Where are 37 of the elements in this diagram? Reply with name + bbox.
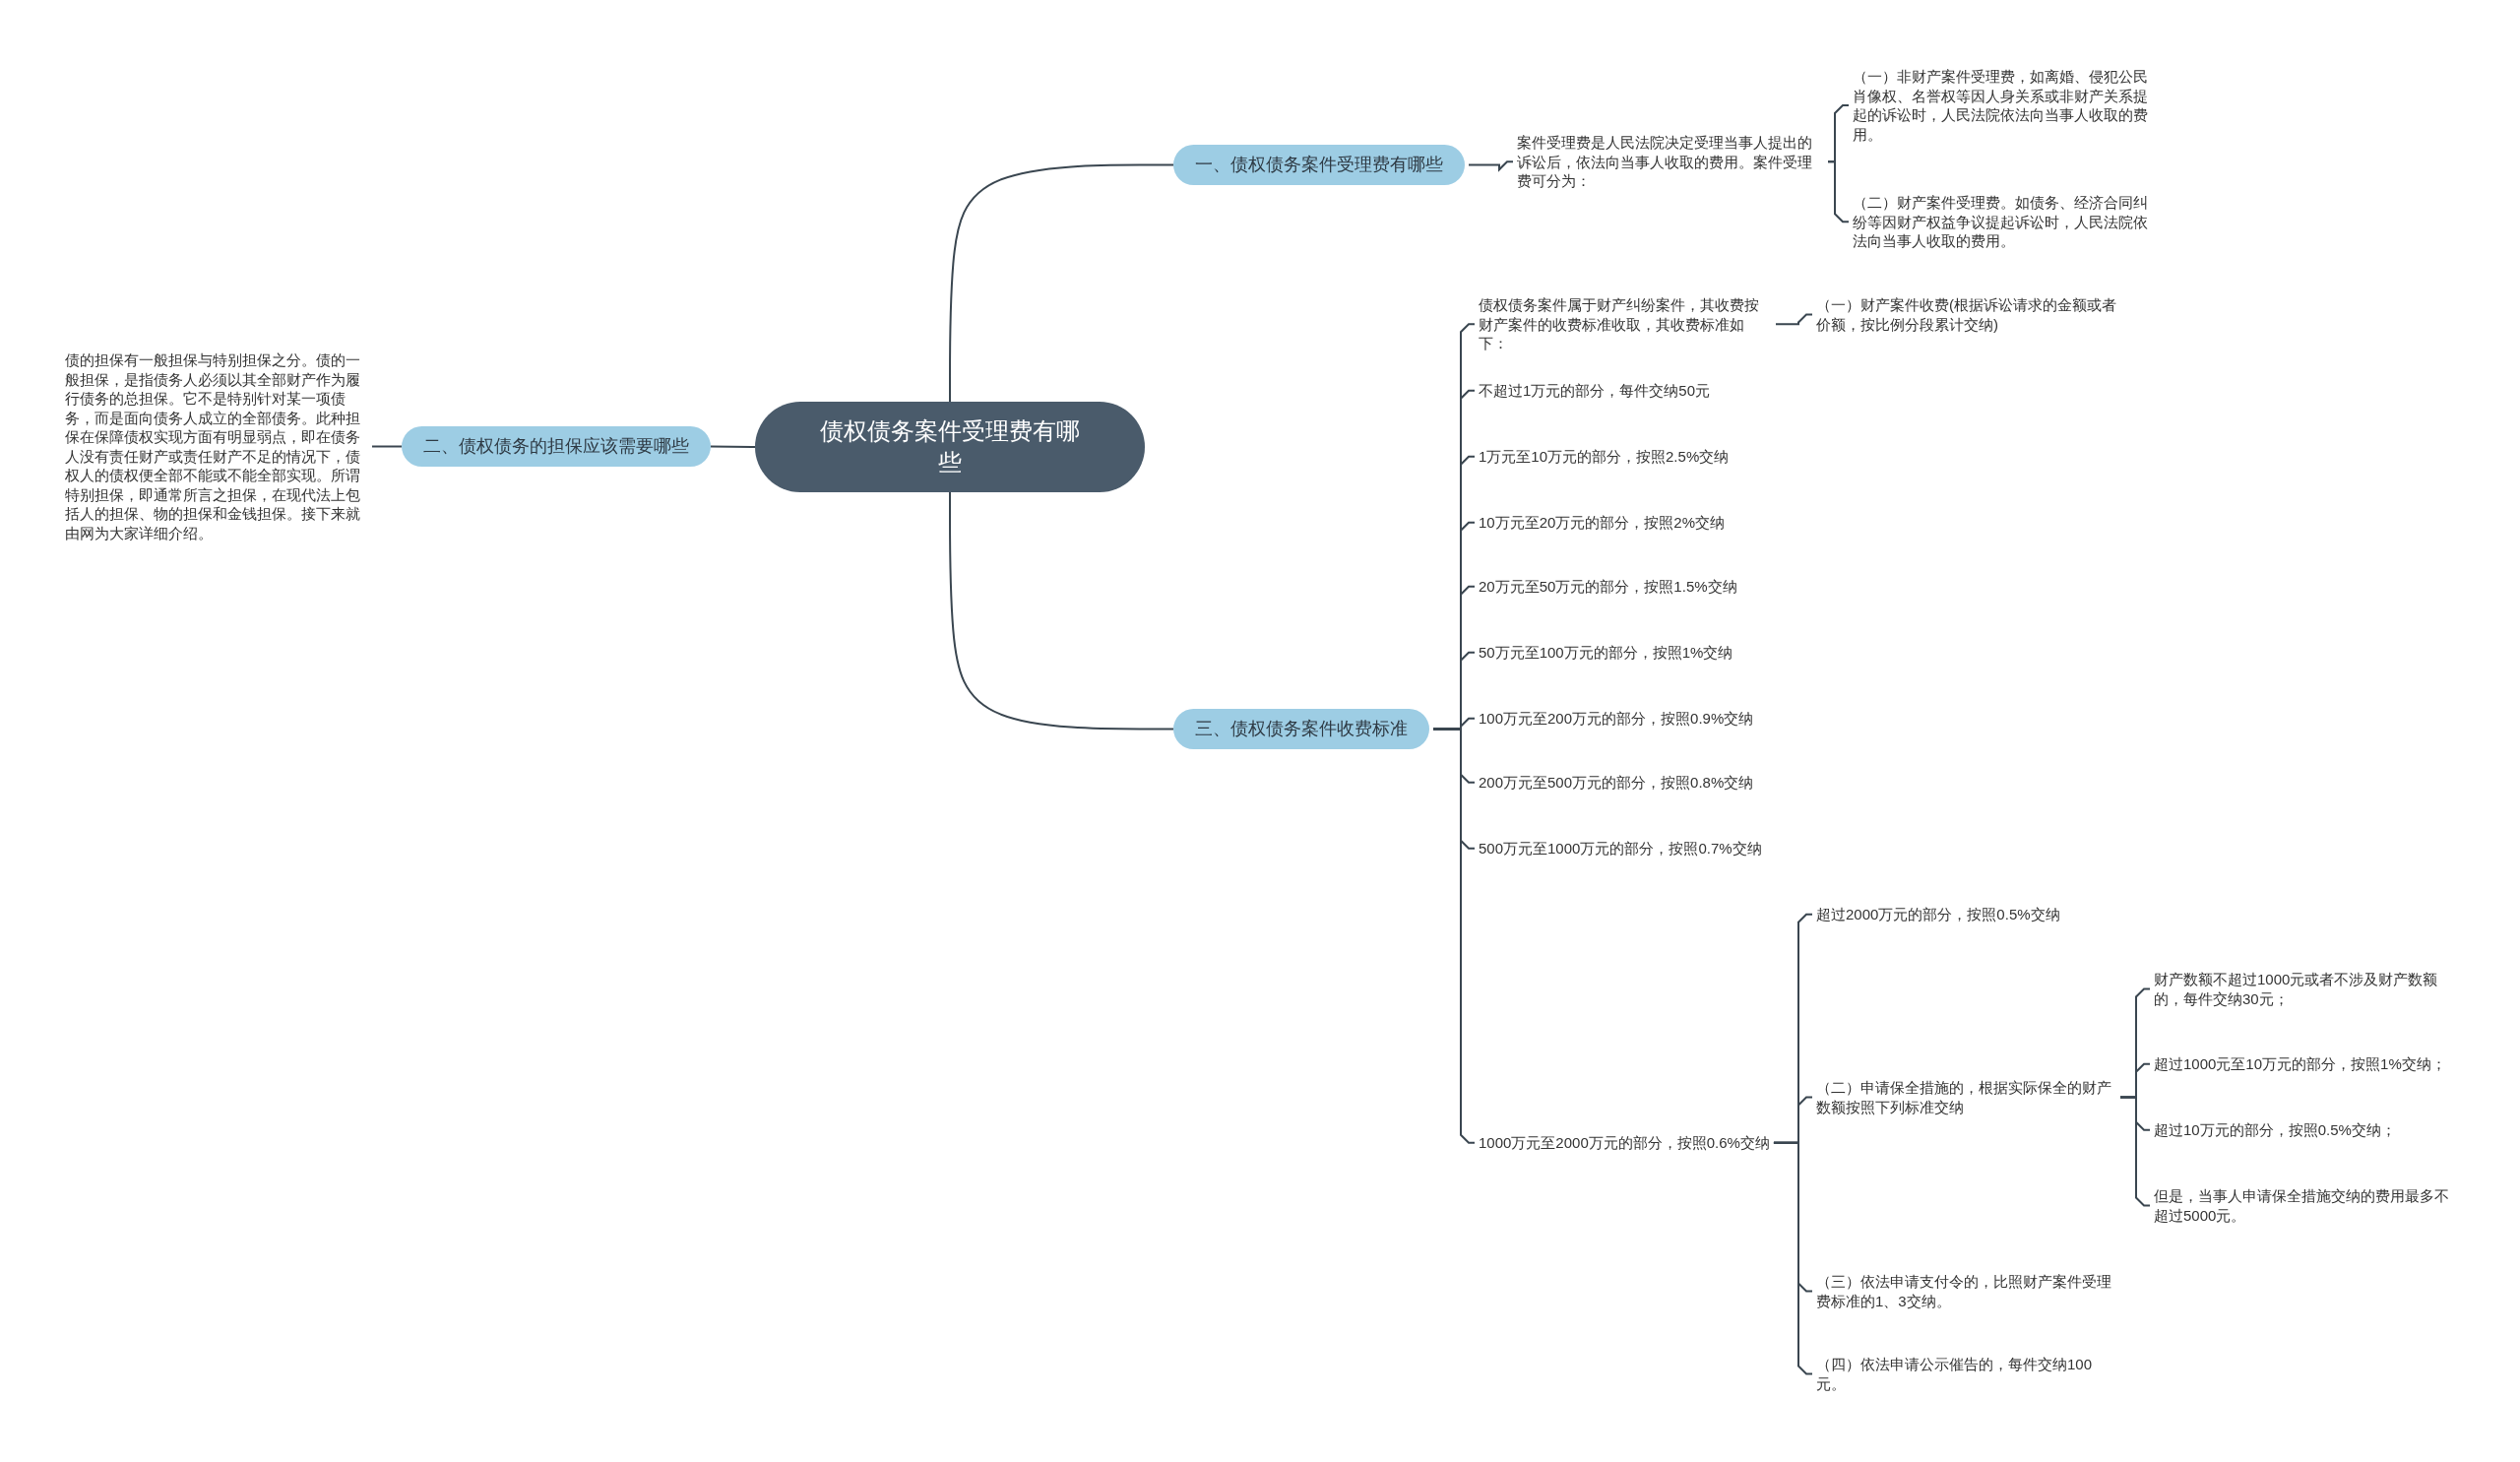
topic-text: 20万元至50万元的部分，按照1.5%交纳 [1479,577,1737,597]
connector [1775,313,1813,326]
topic-text: 财产数额不超过1000元或者不涉及财产数额的，每件交纳30元； [2154,970,2461,1008]
topic-pill: 一、债权债务案件受理费有哪些 [1173,145,1465,185]
topic-text: （三）依法申请支付令的，比照财产案件受理费标准的1、3交纳。 [1816,1272,2116,1310]
topic-text: 1万元至10万元的部分，按照2.5%交纳 [1479,447,1730,467]
topic-text: （一）非财产案件受理费，如离婚、侵犯公民肖像权、名誉权等因人身关系或非财产关系提起的诉讼时，人民法院依法向当事人收取的费用。 [1853,67,2160,144]
topic-text: 500万元至1000万元的部分，按照0.7%交纳 [1479,839,1762,858]
connector [1432,728,1476,1144]
connector [949,491,1174,731]
topic-text: 不超过1万元的部分，每件交纳50元 [1479,381,1711,401]
topic-text: 案件受理费是人民法院决定受理当事人提出的诉讼后，依法向当事人收取的费用。案件受理费可分为： [1517,133,1824,191]
topic-text: （一）财产案件收费(根据诉讼请求的金额或者价额，按比例分段累计交纳) [1816,295,2123,334]
topic-text: （二）财产案件受理费。如债务、经济合同纠纷等因财产权益争议提起诉讼时，人民法院依法向当事人收取的费用。 [1853,193,2160,251]
topic-text: 1000万元至2000万元的部分，按照0.6%交纳 [1479,1133,1770,1153]
topic-text: （二）申请保全措施的，根据实际保全的财产数额按照下列标准交纳 [1816,1078,2116,1116]
topic-text: 10万元至20万元的部分，按照2%交纳 [1479,513,1726,533]
topic-pill: 二、债权债务的担保应该需要哪些 [402,426,711,467]
topic-text: 200万元至500万元的部分，按照0.8%交纳 [1479,773,1754,793]
topic-text: 100万元至200万元的部分，按照0.9%交纳 [1479,709,1754,729]
topic-text: 超过2000万元的部分，按照0.5%交纳 [1816,905,2060,924]
central-topic: 债权债务案件受理费有哪些 [755,402,1145,492]
topic-text: 但是，当事人申请保全措施交纳的费用最多不超过5000元。 [2154,1186,2461,1225]
connector [2119,1096,2151,1207]
topic-text: （四）依法申请公示催告的，每件交纳100元。 [1816,1355,2116,1393]
connector [949,163,1174,403]
topic-text: 超过10万元的部分，按照0.5%交纳； [2154,1120,2396,1140]
topic-text: 债的担保有一般担保与特别担保之分。债的一般担保，是指债务人必须以其全部财产作为履行债务的总担保。它不是特别针对某一项债务，而是面向债务人成立的全部债务。此种担保在保障债权实现方面有明显弱点，即在债务人没有责任财产或责任财产不足的情况下，债权人的债权便全部不能或不能全部实现。所谓特别担保，即通常所言之担保，在现代法上包括人的担保、物的担保和金钱担保。接下来就由网为大家详细介绍。 [65,350,372,542]
topic-text: 债权债务案件属于财产纠纷案件，其收费按财产案件的收费标准收取，其收费标准如下： [1479,295,1772,353]
topic-text: 50万元至100万元的部分，按照1%交纳 [1479,643,1733,663]
topic-pill: 三、债权债务案件收费标准 [1173,709,1429,749]
connector [1468,160,1514,172]
connector [371,445,403,448]
connector [1772,1141,1813,1375]
topic-text: 超过1000元至10万元的部分，按照1%交纳； [2154,1054,2446,1074]
connector [710,445,756,448]
connector [1827,160,1850,223]
